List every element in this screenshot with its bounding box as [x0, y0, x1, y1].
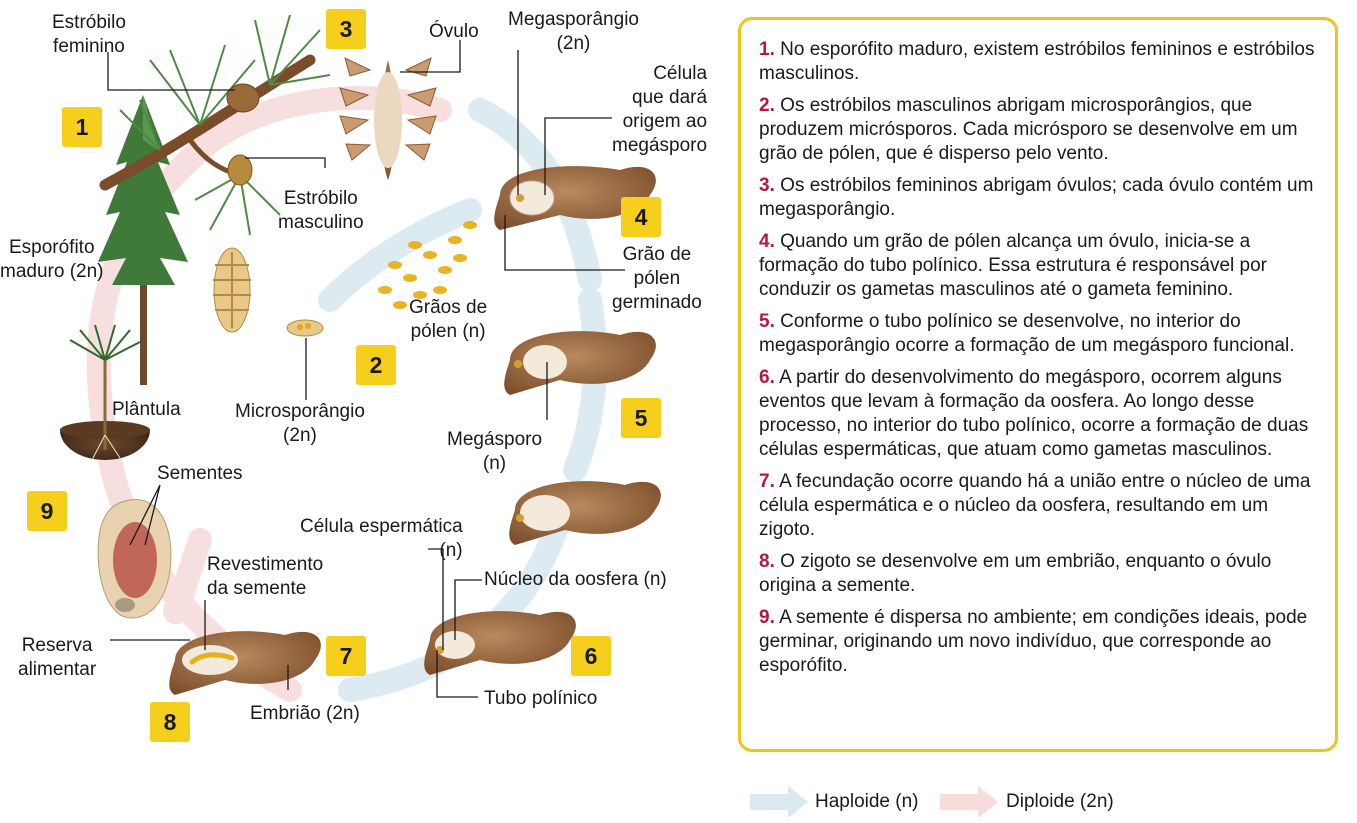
label-microsporangio: Microsporângio(2n)	[235, 401, 365, 446]
seed-stage-8	[169, 631, 321, 695]
pollen-grains	[378, 221, 477, 309]
legend-diploid: Diploide (2n)	[1006, 791, 1114, 812]
step-text: No esporófito maduro, existem estróbilos…	[759, 39, 1315, 84]
seedling-drawing	[60, 324, 150, 461]
label-celula-espermatica: Célula espermática(n)	[300, 516, 463, 561]
label-plantula: Plântula	[112, 399, 181, 420]
step-text: O zigoto se desenvolve em um embrião, en…	[759, 551, 1272, 596]
step-3: 3. Os estróbilos femininos abrigam óvulo…	[759, 174, 1319, 222]
legend-haploid: Haploide (n)	[815, 791, 919, 812]
step-text: Quando um grão de pólen alcança um óvulo…	[759, 231, 1268, 300]
leader-lines	[107, 40, 625, 698]
step-text: A fecundação ocorre quando há a união en…	[759, 471, 1311, 540]
diploid-cycle-arc	[86, 86, 452, 702]
badge-4: 4	[621, 197, 661, 237]
step-number: 5.	[759, 311, 775, 332]
ovule-stage-4	[494, 166, 656, 230]
ovule-stage-6	[509, 481, 661, 545]
label-tubo-polinico: Tubo polínico	[484, 688, 598, 709]
label-ovulo: Óvulo	[429, 21, 479, 42]
ovule-stage-5	[504, 331, 656, 395]
badge-7: 7	[326, 636, 366, 676]
badge-9: 9	[27, 491, 67, 531]
step-6: 6. A partir do desenvolvimento do megásp…	[759, 366, 1319, 462]
step-text: A partir do desenvolvimento do megásporo…	[759, 367, 1309, 460]
label-sementes: Sementes	[157, 463, 243, 484]
step-1: 1. No esporófito maduro, existem estróbi…	[759, 38, 1319, 86]
badge-2: 2	[356, 345, 396, 385]
step-number: 7.	[759, 471, 775, 492]
step-4: 4. Quando um grão de pólen alcança um óv…	[759, 230, 1319, 302]
step-text: Os estróbilos masculinos abrigam microsp…	[759, 95, 1298, 164]
steps-panel: 1. No esporófito maduro, existem estróbi…	[738, 17, 1338, 752]
step-2: 2. Os estróbilos masculinos abrigam micr…	[759, 94, 1319, 166]
step-5: 5. Conforme o tubo polínico se desenvolv…	[759, 310, 1319, 358]
seed-drawing	[97, 499, 172, 619]
diploid-arrow-icon	[940, 786, 998, 818]
label-megasporangio: Megasporângio(2n)	[508, 9, 639, 54]
male-strobilus-drawing	[213, 247, 324, 337]
badge-3: 3	[326, 9, 366, 49]
badge-5: 5	[621, 398, 661, 438]
label-megasporo: Megásporo(n)	[447, 429, 543, 474]
step-number: 3.	[759, 175, 775, 196]
step-number: 9.	[759, 607, 775, 628]
step-7: 7. A fecundação ocorre quando há a união…	[759, 470, 1319, 542]
step-text: Conforme o tubo polínico se desenvolve, …	[759, 311, 1295, 356]
step-number: 2.	[759, 95, 775, 116]
haploid-arrow-icon	[750, 786, 808, 818]
badge-6: 6	[571, 636, 611, 676]
badge-1: 1	[62, 107, 102, 147]
step-number: 6.	[759, 367, 775, 388]
label-embriao: Embrião (2n)	[250, 703, 360, 724]
step-number: 8.	[759, 551, 775, 572]
ovule-scale-drawing	[339, 57, 437, 180]
badge-8: 8	[150, 702, 190, 742]
step-8: 8. O zigoto se desenvolve em um embrião,…	[759, 550, 1319, 598]
step-text: Os estróbilos femininos abrigam óvulos; …	[759, 175, 1314, 220]
step-9: 9. A semente é dispersa no ambiente; em …	[759, 606, 1319, 678]
pine-branch	[99, 14, 331, 236]
ovule-stage-7	[424, 611, 576, 675]
label-nucleo-oosfera: Núcleo da oosfera (n)	[484, 569, 667, 590]
step-text: A semente é dispersa no ambiente; em con…	[759, 607, 1308, 676]
step-number: 4.	[759, 231, 775, 252]
step-number: 1.	[759, 39, 775, 60]
